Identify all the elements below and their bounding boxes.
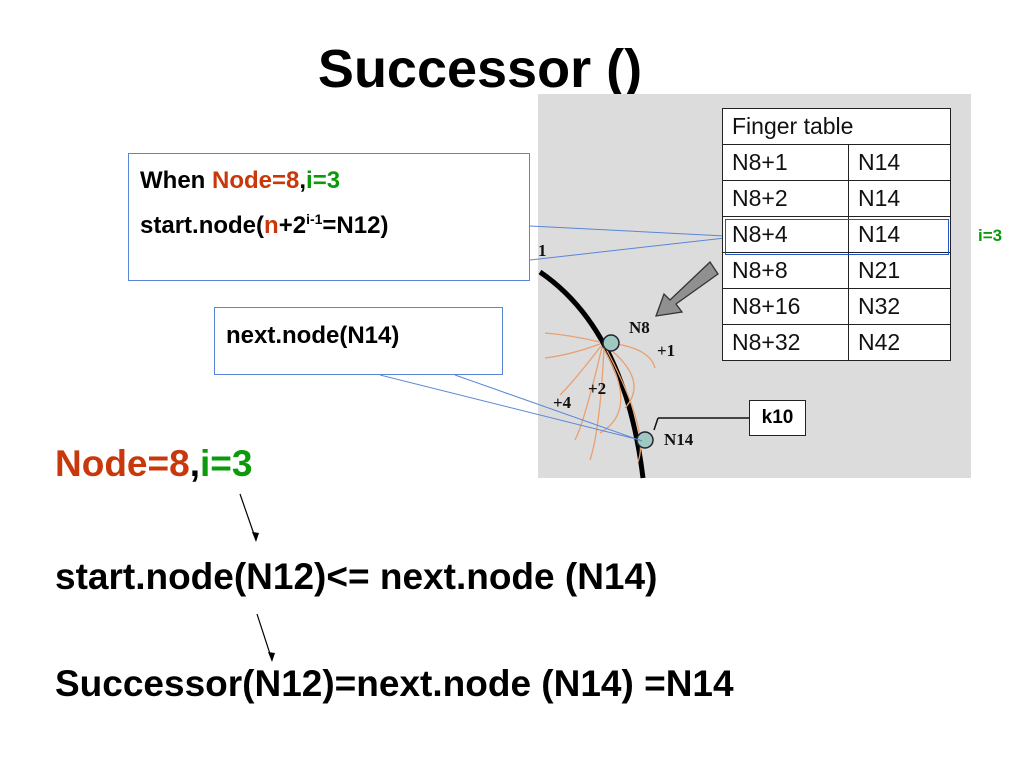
table-cell: N14 xyxy=(848,216,951,253)
callout1-connector xyxy=(529,225,726,237)
label-partial: 1 xyxy=(538,241,547,260)
table-cell: N32 xyxy=(848,288,951,325)
n-var: n xyxy=(264,212,279,239)
callout1-line1: When Node=8,i=3 xyxy=(140,165,340,197)
finger-arcs xyxy=(544,332,656,463)
finger-arc-9 xyxy=(589,347,605,461)
i-value: i=3 xyxy=(306,167,341,194)
finger-table-header-row: Finger table xyxy=(722,108,951,145)
finger-arc-5 xyxy=(544,332,601,343)
line1-comma: , xyxy=(189,443,200,484)
line-start-node: start.node(N12)<= next.node (N14) xyxy=(55,556,658,597)
ring-arc xyxy=(538,269,646,479)
callout1-line2: start.node(n+2i-1=N12) xyxy=(140,203,388,242)
callout-next-node: next.node(N14) xyxy=(214,307,503,375)
key-box-k10: k10 xyxy=(749,400,806,436)
finger-arc-7 xyxy=(559,345,602,396)
plus-two: +2 xyxy=(278,212,307,239)
gray-arrow-icon xyxy=(655,260,719,317)
line-successor: Successor(N12)=next.node (N14) =N14 xyxy=(55,663,734,704)
table-cell: N8+32 xyxy=(722,324,849,361)
table-cell: N8+2 xyxy=(722,180,849,217)
table-cell: N14 xyxy=(848,144,951,181)
comma: , xyxy=(299,167,307,194)
finger-table-header: Finger table xyxy=(722,108,951,145)
table-cell: N42 xyxy=(848,324,951,361)
next-node-text: next.node(N14) xyxy=(226,322,400,349)
label-n8: N8 xyxy=(629,318,650,337)
callout2-connector xyxy=(379,374,641,441)
label-n14: N14 xyxy=(664,430,694,449)
finger-arc-3 xyxy=(599,347,622,434)
label-plus1: +1 xyxy=(657,341,676,360)
table-cell: N8+1 xyxy=(722,144,849,181)
line1-i: i=3 xyxy=(199,443,253,484)
finger-arc-8 xyxy=(574,346,603,441)
table-cell: N8+8 xyxy=(722,252,849,289)
label-plus2: +2 xyxy=(588,379,607,398)
finger-arc-4 xyxy=(603,344,642,463)
node-value: Node=8 xyxy=(212,167,300,194)
line1-node: Node=8 xyxy=(55,443,190,484)
finger-arc-2 xyxy=(605,345,635,409)
side-i-label: i=3 xyxy=(978,226,1003,245)
line-node-i: Node=8,i=3 xyxy=(55,443,252,485)
finger-arc-6 xyxy=(544,343,601,359)
table-cell: N14 xyxy=(848,180,951,217)
start-node-suffix: =N12) xyxy=(322,212,389,239)
slide-title: Successor () xyxy=(317,39,643,99)
node-n8 xyxy=(602,334,620,352)
exponent: i-1 xyxy=(306,211,323,227)
node-n14 xyxy=(636,431,654,449)
table-cell: N21 xyxy=(848,252,951,289)
label-plus4: +4 xyxy=(553,393,572,412)
start-node-prefix: start.node( xyxy=(140,212,265,239)
highlighted-row-outline xyxy=(725,219,949,255)
when-text: When xyxy=(140,167,212,194)
callout-start-node: When Node=8,i=3 start.node(n+2i-1=N12) xyxy=(128,153,530,281)
table-cell: N8+16 xyxy=(722,288,849,325)
